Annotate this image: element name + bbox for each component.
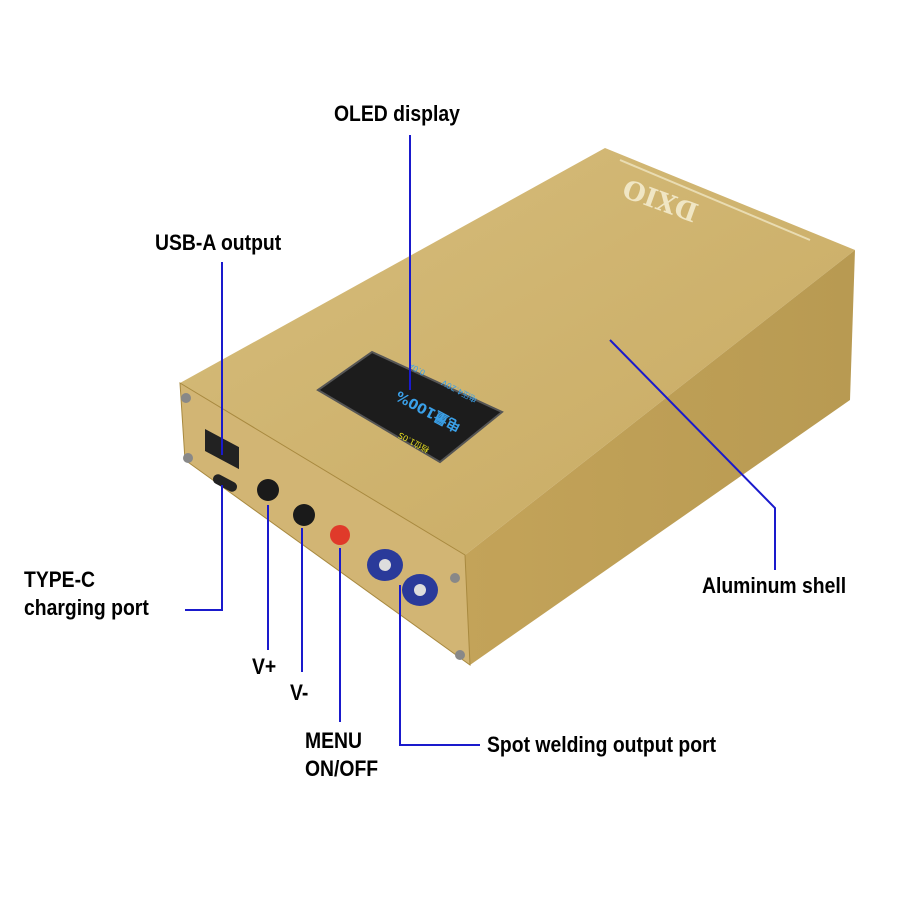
label-v-plus: V+ (252, 654, 277, 679)
label-menu: MENU (305, 728, 363, 753)
leader-lines (185, 135, 776, 746)
label-charging-port: charging port (24, 595, 149, 620)
v-minus-button[interactable] (293, 504, 315, 526)
shell-top-face (180, 148, 855, 555)
type-c-port (212, 474, 238, 492)
shell-front-face (180, 383, 470, 665)
label-aluminum-shell: Aluminum shell (702, 573, 847, 598)
v-plus-button[interactable] (257, 479, 279, 501)
label-spot-welding-port: Spot welding output port (487, 732, 717, 757)
menu-button[interactable] (330, 525, 350, 545)
label-usb-a-output: USB-A output (155, 230, 282, 255)
shell-right-face (465, 250, 855, 665)
label-on-off: ON/OFF (305, 756, 379, 781)
oled-display (316, 350, 504, 464)
label-oled-display: OLED display (334, 101, 460, 126)
label-v-minus: V- (290, 680, 309, 705)
spot-welding-port (367, 549, 438, 606)
label-type-c: TYPE-C (24, 567, 96, 592)
